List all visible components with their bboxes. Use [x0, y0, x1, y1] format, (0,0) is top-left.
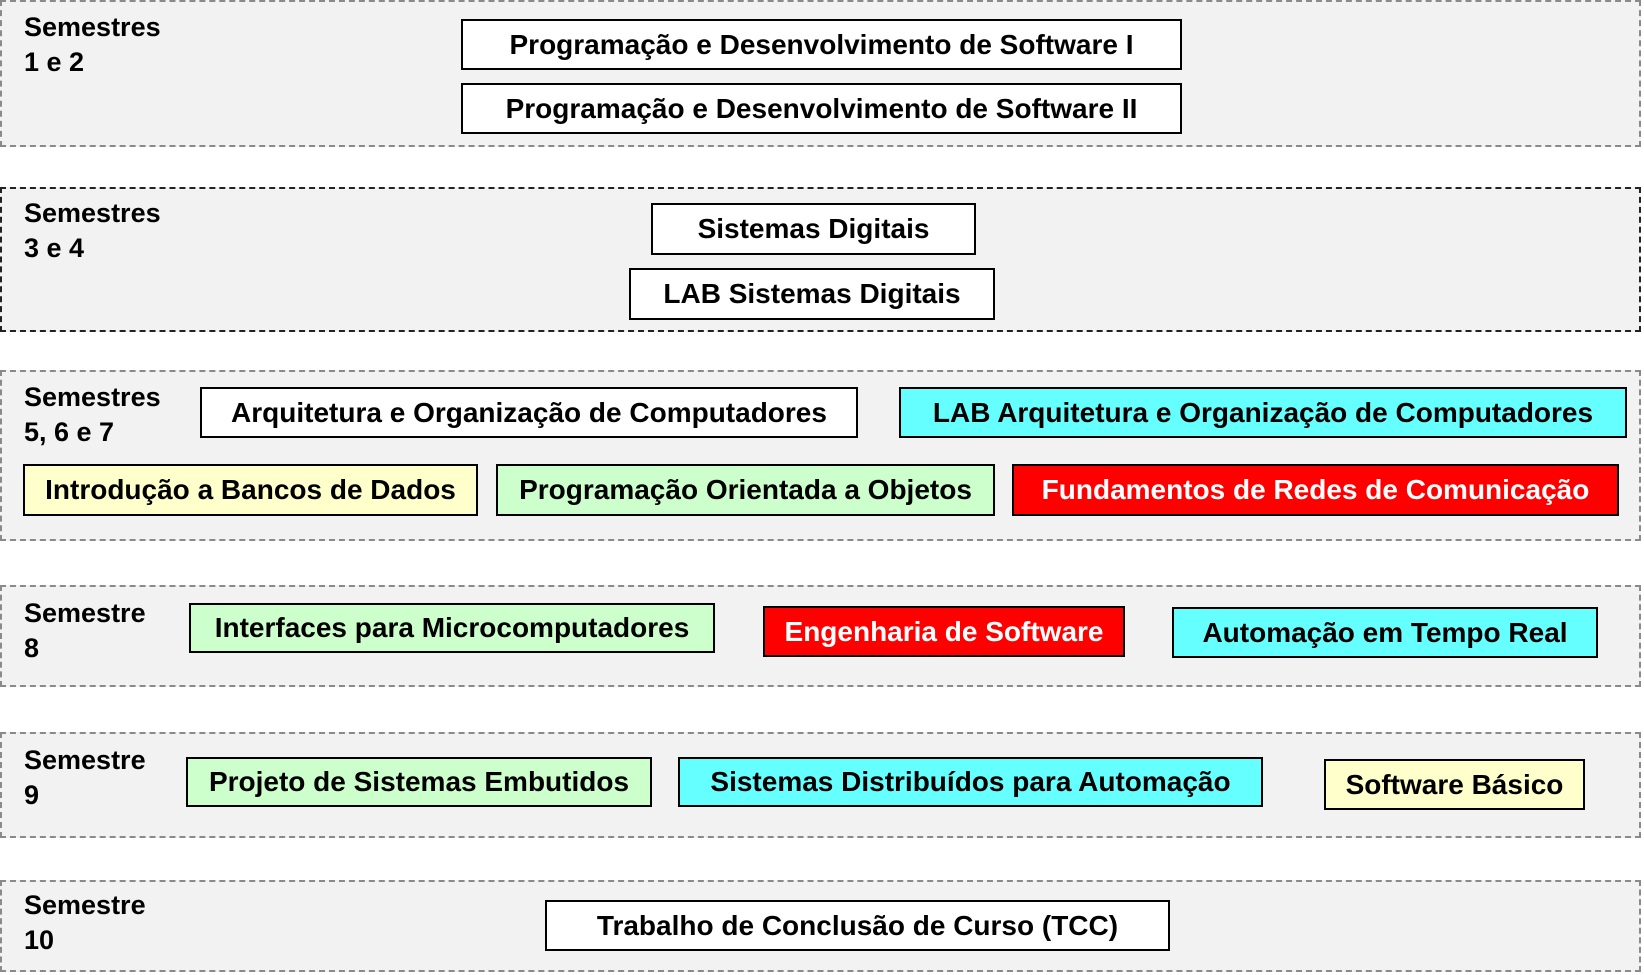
- course-box: Projeto de Sistemas Embutidos: [186, 757, 652, 807]
- course-box: Introdução a Bancos de Dados: [23, 464, 478, 516]
- course-box: Interfaces para Microcomputadores: [189, 603, 715, 653]
- group-label: Semestre 8: [24, 598, 146, 663]
- course-box: Sistemas Digitais: [651, 203, 976, 255]
- course-box: Programação e Desenvolvimento de Softwar…: [461, 83, 1182, 134]
- group-label: Semestres 5, 6 e 7: [24, 382, 161, 447]
- course-box: Trabalho de Conclusão de Curso (TCC): [545, 900, 1170, 951]
- course-box: Software Básico: [1324, 759, 1585, 810]
- course-box: Engenharia de Software: [763, 606, 1125, 657]
- group-label: Semestre 9: [24, 745, 146, 810]
- course-box: LAB Sistemas Digitais: [629, 268, 995, 320]
- course-box: Automação em Tempo Real: [1172, 607, 1598, 658]
- course-box: Fundamentos de Redes de Comunicação: [1012, 464, 1619, 516]
- course-box: Arquitetura e Organização de Computadore…: [200, 387, 858, 438]
- group-label: Semestre 10: [24, 890, 146, 955]
- course-box: LAB Arquitetura e Organização de Computa…: [899, 387, 1627, 438]
- group-label: Semestres 3 e 4: [24, 198, 161, 263]
- group-label: Semestres 1 e 2: [24, 12, 161, 77]
- course-box: Programação Orientada a Objetos: [496, 464, 995, 516]
- course-box: Sistemas Distribuídos para Automação: [678, 757, 1263, 807]
- course-box: Programação e Desenvolvimento de Softwar…: [461, 19, 1182, 70]
